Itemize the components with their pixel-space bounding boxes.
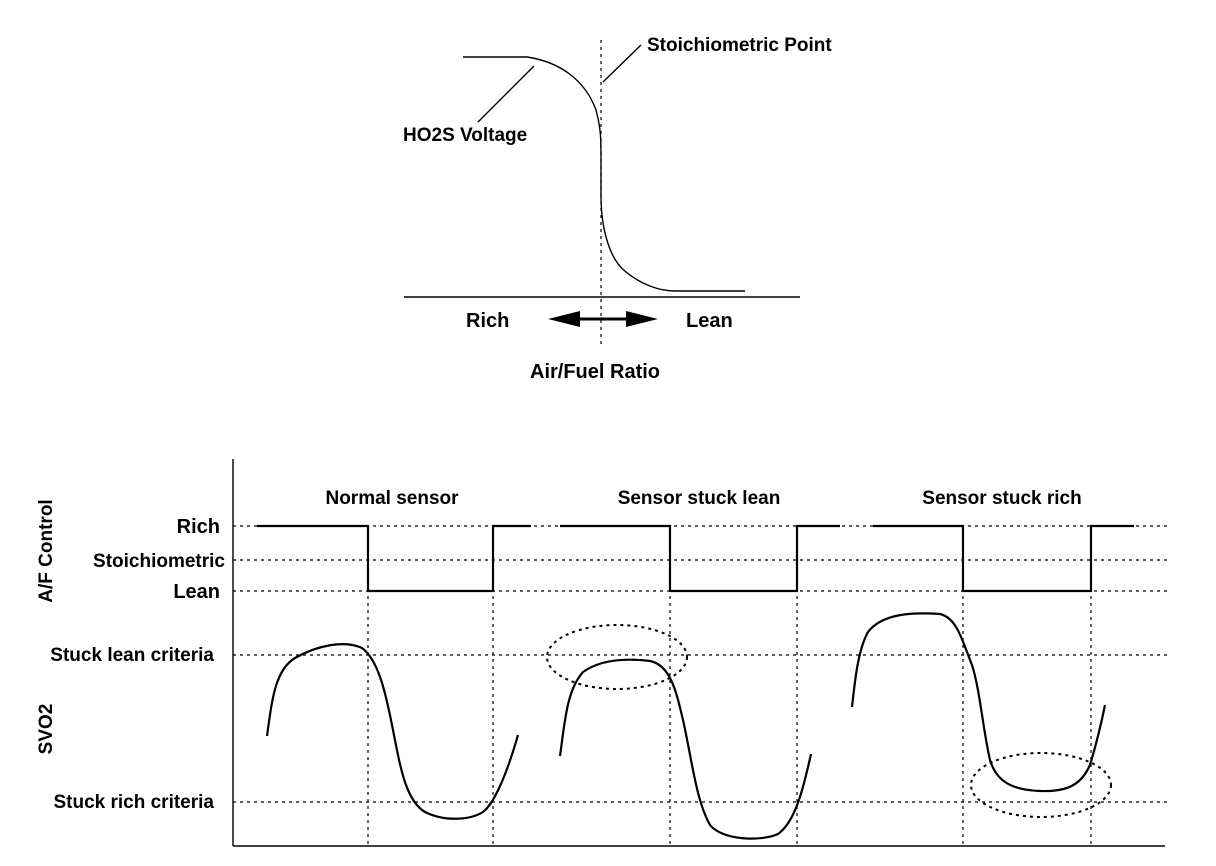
af-control-axis-label: A/F Control bbox=[36, 499, 57, 602]
stuck-rich-highlight-ellipse bbox=[970, 752, 1112, 818]
rich-direction-label: Rich bbox=[466, 310, 509, 332]
svo2-axis-label: SVO2 bbox=[36, 704, 57, 755]
stuck-lean-highlight-ellipse bbox=[546, 624, 688, 690]
stuck-lean-criteria-label: Stuck lean criteria bbox=[50, 645, 214, 666]
stoichiometric-leader-line bbox=[602, 44, 642, 83]
sensor-monitoring-diagram: Rich Stoichiometric Lean Stuck lean crit… bbox=[36, 459, 1170, 847]
rich-level-label: Rich bbox=[177, 516, 220, 538]
lean-direction-label: Lean bbox=[686, 310, 733, 332]
panel-title-stuck-lean: Sensor stuck lean bbox=[618, 488, 781, 509]
stoichiometric-level-label: Stoichiometric bbox=[93, 551, 225, 572]
stuck-rich-criteria-label: Stuck rich criteria bbox=[53, 792, 214, 813]
af-control-wave-normal bbox=[257, 524, 531, 593]
ho2s-characteristic-diagram: Stoichiometric Point HO2S Voltage Rich L… bbox=[403, 35, 832, 383]
svo2-signal-normal bbox=[265, 643, 520, 820]
stoichiometric-point-label: Stoichiometric Point bbox=[647, 35, 832, 56]
svo2-signal-stuck-rich bbox=[850, 612, 1107, 793]
af-control-wave-stuck-rich bbox=[873, 524, 1134, 593]
panel-title-normal: Normal sensor bbox=[325, 488, 459, 509]
lean-level-label: Lean bbox=[173, 581, 220, 603]
af-control-wave-stuck-lean bbox=[560, 524, 840, 593]
ho2s-voltage-label: HO2S Voltage bbox=[403, 125, 527, 146]
double-arrow-icon bbox=[548, 311, 658, 327]
ho2s-voltage-curve bbox=[463, 56, 745, 292]
panel-title-stuck-rich: Sensor stuck rich bbox=[922, 488, 1081, 509]
air-fuel-ratio-label: Air/Fuel Ratio bbox=[530, 361, 660, 383]
svo2-signal-stuck-lean bbox=[558, 658, 813, 840]
ho2s-leader-line bbox=[477, 65, 535, 123]
